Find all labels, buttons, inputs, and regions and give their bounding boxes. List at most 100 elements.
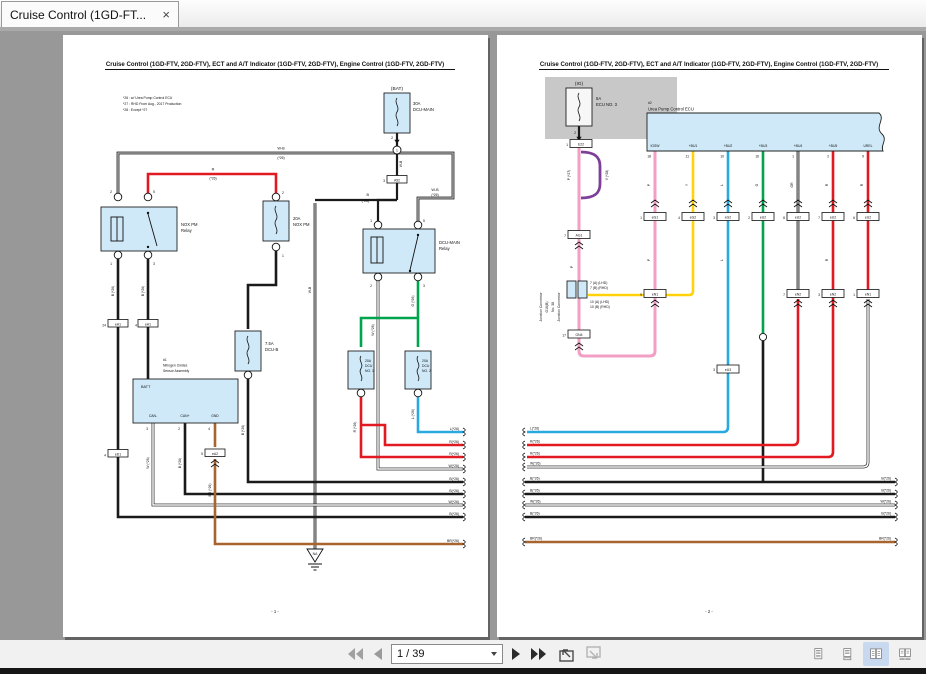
svg-text:1: 1 xyxy=(853,293,855,297)
svg-text:20A: 20A xyxy=(365,359,372,363)
svg-text:+BU1: +BU1 xyxy=(689,144,698,148)
svg-text:BR(*26): BR(*26) xyxy=(447,539,459,543)
svg-text:UREL: UREL xyxy=(863,144,872,148)
svg-text:5A: 5A xyxy=(596,96,601,101)
page2-left-column: P (*27) V (*28) 7 AG1 P Junction Connect… xyxy=(539,170,610,351)
svg-text:W-B: W-B xyxy=(399,160,403,167)
dcu-no2-fuse: 20A DCU NO. 2 xyxy=(404,350,432,398)
svg-text:B (*26): B (*26) xyxy=(241,425,245,436)
svg-text:R(*26): R(*26) xyxy=(449,452,459,456)
svg-text:20A: 20A xyxy=(422,359,429,363)
continuous-view-icon xyxy=(843,648,852,661)
dropdown-caret-icon[interactable] xyxy=(491,652,497,656)
urea-pump-control-ecu: #2 Urea Pump Control ECU IGSW +BU1 +BU2 … xyxy=(646,101,885,159)
book-view-button[interactable] xyxy=(892,642,918,666)
svg-text:2: 2 xyxy=(574,131,576,135)
svg-text:(BAT): (BAT) xyxy=(391,86,404,92)
tab-close-icon[interactable]: × xyxy=(162,7,170,22)
svg-text:Nitrogen Oxides: Nitrogen Oxides xyxy=(163,364,188,368)
page1-notes: *26 : w/ Urea Pump Control ECU *27 : RHD… xyxy=(123,96,182,112)
svg-text:4: 4 xyxy=(104,454,106,458)
nox-pm-fuse: 2 20A NOX PM 1 xyxy=(262,191,310,258)
svg-text:CAN-: CAN- xyxy=(149,414,157,418)
last-page-button[interactable] xyxy=(529,646,549,662)
svg-text:BATT: BATT xyxy=(141,385,151,389)
page1-wires xyxy=(116,133,463,549)
dcu-main-relay: 1 5 DCU-MAIN Relay 2 3 xyxy=(362,219,460,288)
svg-text:GND: GND xyxy=(211,414,219,418)
previous-page-button[interactable] xyxy=(371,646,385,662)
svg-text:W(*26): W(*26) xyxy=(880,500,891,504)
document-tab[interactable]: Cruise Control (1GD-FT... × xyxy=(1,1,179,27)
svg-text:+BU2: +BU2 xyxy=(724,144,733,148)
svg-text:#2: #2 xyxy=(648,101,652,105)
svg-text:A52: A52 xyxy=(394,178,400,182)
svg-text:5: 5 xyxy=(423,219,425,223)
svg-text:*26 : w/ Urea Pump Control ECU: *26 : w/ Urea Pump Control ECU xyxy=(123,96,173,100)
svg-text:R(*26): R(*26) xyxy=(530,440,540,444)
svg-text:eG2: eG2 xyxy=(690,216,697,220)
pdf-page-1: Cruise Control (1GD-FTV, 2GD-FTV), ECT a… xyxy=(63,35,488,637)
svg-text:4: 4 xyxy=(678,216,680,220)
svg-text:eN2: eN2 xyxy=(830,293,836,297)
svg-text:eG1: eG1 xyxy=(652,216,659,220)
svg-text:R (*26): R (*26) xyxy=(353,422,357,433)
svg-text:+BU3: +BU3 xyxy=(759,144,768,148)
page2-header: Cruise Control (1GD-FTV, 2GD-FTV), ECT a… xyxy=(539,61,889,70)
svg-text:W-B: W-B xyxy=(277,147,285,151)
svg-text:(*26): (*26) xyxy=(431,193,438,197)
svg-text:eN1: eN1 xyxy=(652,293,658,297)
facing-pages-view-button[interactable] xyxy=(863,642,889,666)
svg-text:GR: GR xyxy=(790,182,794,188)
window-bottom-edge xyxy=(0,668,926,674)
next-page-icon xyxy=(512,648,520,660)
svg-text:B(*26): B(*26) xyxy=(530,477,540,481)
svg-text:(*26): (*26) xyxy=(277,156,284,160)
continuous-view-button[interactable] xyxy=(834,642,860,666)
svg-text:W(*26): W(*26) xyxy=(448,464,459,468)
svg-text:18: 18 xyxy=(647,155,651,159)
single-page-view-button[interactable] xyxy=(805,642,831,666)
svg-text:3: 3 xyxy=(423,284,425,288)
page2-row2-connectors: 9 eN1 7 eN2 3 eN2 1 eN1 3 eU3 xyxy=(640,289,880,374)
page2-number: - 2 - xyxy=(705,609,713,614)
svg-text:NA: NA xyxy=(313,552,318,556)
svg-text:2: 2 xyxy=(178,427,180,431)
svg-text:2: 2 xyxy=(391,136,393,140)
svg-text:#1: #1 xyxy=(163,358,167,362)
svg-text:eN2: eN2 xyxy=(795,293,801,297)
svg-text:7: 7 xyxy=(818,216,820,220)
page1-number: - 1 - xyxy=(271,609,279,614)
svg-text:L(*26): L(*26) xyxy=(530,427,539,431)
next-page-button[interactable] xyxy=(509,646,523,662)
svg-text:3: 3 xyxy=(713,216,715,220)
svg-text:P (*27): P (*27) xyxy=(567,170,571,181)
svg-text:DCU: DCU xyxy=(422,364,430,368)
first-page-icon xyxy=(348,648,363,660)
first-page-button[interactable] xyxy=(345,646,365,662)
svg-text:7: 7 xyxy=(783,293,785,297)
svg-text:3: 3 xyxy=(818,293,820,297)
history-forward-button[interactable] xyxy=(583,644,605,664)
svg-text:7.5A: 7.5A xyxy=(265,341,274,346)
ground-symbol: NA xyxy=(306,548,324,571)
svg-text:eA1: eA1 xyxy=(115,322,121,326)
svg-text:G (*26): G (*26) xyxy=(411,296,415,307)
svg-text:2: 2 xyxy=(370,284,372,288)
svg-text:+BU4: +BU4 xyxy=(794,144,803,148)
page-number-input[interactable]: 1 / 39 xyxy=(391,644,503,664)
svg-text:2: 2 xyxy=(282,191,284,195)
svg-text:B(*26): B(*26) xyxy=(449,477,459,481)
tabbar-divider xyxy=(0,27,926,31)
document-canvas[interactable]: Cruise Control (1GD-FTV, 2GD-FTV), ECT a… xyxy=(0,31,926,640)
svg-text:eA1: eA1 xyxy=(145,322,151,326)
svg-text:8: 8 xyxy=(783,216,785,220)
history-back-button[interactable] xyxy=(555,644,577,664)
svg-text:*28 : Except *27: *28 : Except *27 xyxy=(123,108,147,112)
nox-pm-relay: 2 5 NOX PM Relay 1 3 xyxy=(100,190,198,266)
svg-text:3: 3 xyxy=(146,427,148,431)
svg-text:Relay: Relay xyxy=(181,228,193,233)
svg-text:(*26): (*26) xyxy=(209,177,216,181)
svg-text:B(*26): B(*26) xyxy=(449,512,459,516)
svg-text:B: B xyxy=(366,193,369,197)
